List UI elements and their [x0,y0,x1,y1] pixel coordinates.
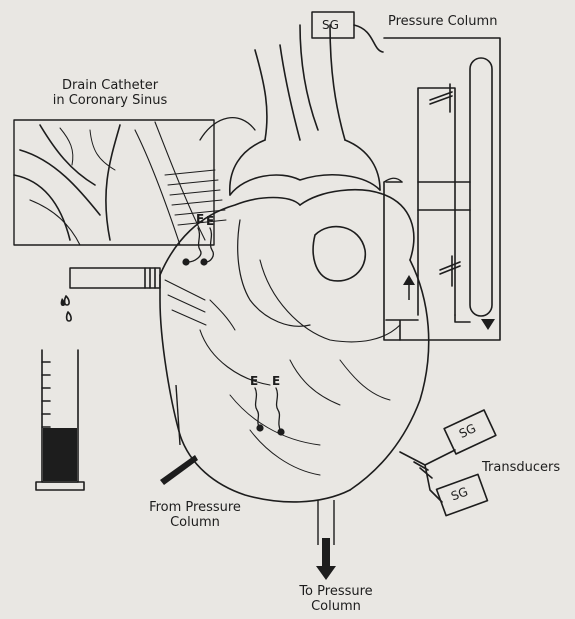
from-pressure-column-arrow [160,385,198,485]
drain-catheter-line-2: in Coronary Sinus [30,93,190,108]
drain-catheter-line-1: Drain Catheter [30,78,190,93]
to-pressure-column-arrow [316,500,336,580]
pressure-column-apparatus [384,38,500,340]
to-pressure-column-line-1: To Pressure [276,584,396,599]
pressure-column-label: Pressure Column [388,14,497,29]
electrode-label-upper-1: E [196,212,204,226]
great-vessels [230,25,380,195]
transducers-label: Transducers [482,460,560,475]
electrode-label-upper-2: E [206,214,214,228]
to-pressure-column-label: To Pressure Column [276,584,396,614]
drain-catheter-label: Drain Catheter in Coronary Sinus [30,78,190,108]
to-pressure-column-line-2: Column [276,599,396,614]
from-pressure-column-label: From Pressure Column [130,500,260,530]
from-pressure-column-line-1: From Pressure [130,500,260,515]
from-pressure-column-line-2: Column [130,515,260,530]
cylinder-fluid [43,428,77,481]
drain-catheter [65,268,160,321]
sg-top-label: SG [322,18,339,32]
atrium-hatching [165,170,226,325]
coronary-sinus-inset [14,120,214,245]
electrode-label-lower-1: E [250,374,258,388]
electrode-label-lower-2: E [272,374,280,388]
